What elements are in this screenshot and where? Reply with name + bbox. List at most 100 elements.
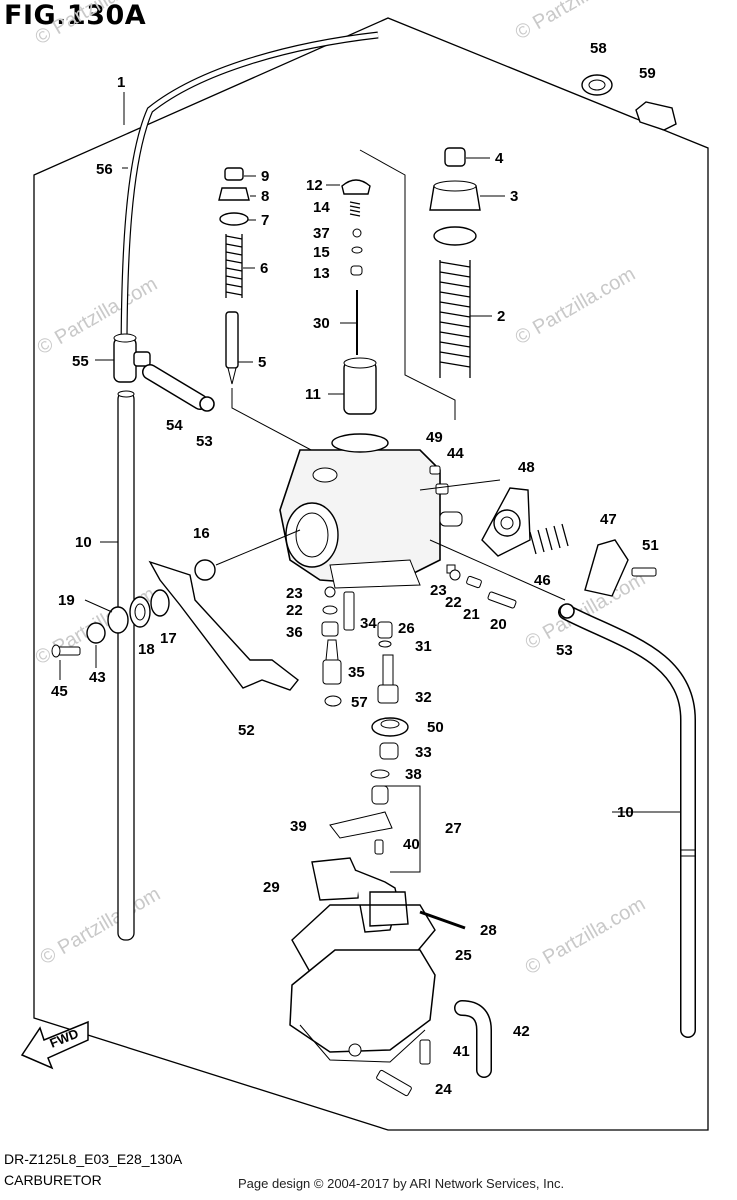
vent-hose-right [558, 604, 696, 1038]
watermark: © Partzilla.com [34, 273, 162, 359]
vent-hose-left [117, 390, 135, 941]
callout-29: 29 [263, 879, 280, 896]
assembly-link-line [231, 388, 331, 461]
callout-58: 58 [590, 40, 607, 57]
callout-56: 56 [96, 161, 113, 178]
callout-11: 11 [305, 386, 321, 403]
float-valve-group [329, 785, 421, 873]
watermark: © Partzilla.com [512, 263, 640, 349]
hose-clip-icon [559, 603, 575, 619]
watermark: © Partzilla.com [32, 0, 160, 49]
assembly-link-line [359, 149, 456, 420]
callout-21: 21 [463, 606, 480, 623]
short-hose [142, 364, 208, 410]
callout-45: 45 [51, 683, 68, 700]
callout-23-left: 23 [286, 585, 303, 602]
jet-holder-parts [370, 717, 409, 779]
callout-49: 49 [426, 429, 443, 446]
callout-40: 40 [403, 836, 420, 853]
throttle-cap-spring [429, 147, 481, 378]
float-chamber [289, 949, 436, 1063]
callout-35: 35 [348, 664, 365, 681]
throttle-needle-stack [341, 179, 377, 415]
callout-44: 44 [447, 445, 464, 462]
jet-stack [321, 586, 393, 648]
callout-54: 54 [166, 417, 183, 434]
washer-16 [194, 559, 216, 581]
watermark: © Partzilla.com [512, 0, 640, 44]
callout-39: 39 [290, 818, 307, 835]
figure-title: FIG.130A [4, 0, 147, 31]
callout-19: 19 [58, 592, 75, 609]
callout-51: 51 [642, 537, 659, 554]
callout-labels: 1 2 3 4 5 6 7 8 9 10 10 11 12 13 14 15 1… [51, 40, 659, 1098]
bracket-fasteners [51, 589, 170, 658]
callout-37: 37 [313, 225, 330, 242]
callout-9: 9 [261, 168, 269, 185]
callout-41: 41 [453, 1043, 470, 1060]
callout-10-left: 10 [75, 534, 92, 551]
assembly-link-line [419, 479, 501, 491]
callout-46: 46 [534, 572, 551, 589]
callout-16: 16 [193, 525, 210, 542]
callout-7: 7 [261, 212, 269, 229]
callout-26: 26 [398, 620, 415, 637]
callout-8: 8 [261, 188, 269, 205]
callout-30: 30 [313, 315, 330, 332]
callout-24: 24 [435, 1081, 452, 1098]
callout-38: 38 [405, 766, 422, 783]
callout-43: 43 [89, 669, 106, 686]
callout-59: 59 [639, 65, 656, 82]
callout-2: 2 [497, 308, 505, 325]
callout-22-right: 22 [445, 594, 462, 611]
callout-34: 34 [360, 615, 377, 632]
callout-23-right: 23 [430, 582, 447, 599]
callout-4: 4 [495, 150, 504, 167]
t-joint [113, 333, 151, 383]
callout-20: 20 [490, 616, 507, 633]
accelerator-pump [481, 487, 657, 597]
starter-plunger-stack [218, 167, 250, 385]
idle-adjust-parts [446, 564, 517, 609]
callout-42: 42 [513, 1023, 530, 1040]
callout-31: 31 [415, 638, 432, 655]
callout-50: 50 [427, 719, 444, 736]
vent-hose-upper [120, 31, 379, 361]
watermark: © Partzilla.com [37, 883, 165, 969]
callout-47: 47 [600, 511, 617, 528]
carburetor-body [279, 433, 463, 589]
callout-33: 33 [415, 744, 432, 761]
part-group-name: CARBURETOR [4, 1172, 102, 1188]
float-pin [419, 910, 466, 930]
callout-52: 52 [238, 722, 255, 739]
forward-arrow-icon: FWD [20, 1020, 89, 1070]
callout-22-left: 22 [286, 602, 303, 619]
hose-clip-icon [199, 396, 215, 412]
callout-14: 14 [313, 199, 330, 216]
leader-lines [59, 92, 680, 813]
callout-53-right: 53 [556, 642, 573, 659]
callout-5: 5 [258, 354, 266, 371]
callout-3: 3 [510, 188, 518, 205]
model-code: DR-Z125L8_E03_E28_130A [4, 1151, 183, 1167]
needle-jet-parts [322, 639, 399, 707]
callout-36: 36 [286, 624, 303, 641]
hose-clamp [581, 74, 613, 96]
callout-17: 17 [160, 630, 177, 647]
callout-28: 28 [480, 922, 497, 939]
chamber-screws [376, 1039, 431, 1097]
callout-18: 18 [138, 641, 155, 658]
watermark: © Partzilla.com [522, 893, 650, 979]
callout-48: 48 [518, 459, 535, 476]
callout-10-right: 10 [617, 804, 634, 821]
hose-clip-bracket [635, 101, 677, 131]
callout-13: 13 [313, 265, 330, 282]
callout-25: 25 [455, 947, 472, 964]
callout-55: 55 [72, 353, 89, 370]
callout-53-left: 53 [196, 433, 213, 450]
callout-6: 6 [260, 260, 268, 277]
callout-57: 57 [351, 694, 368, 711]
callout-15: 15 [313, 244, 330, 261]
assembly-boundary [33, 17, 709, 1131]
